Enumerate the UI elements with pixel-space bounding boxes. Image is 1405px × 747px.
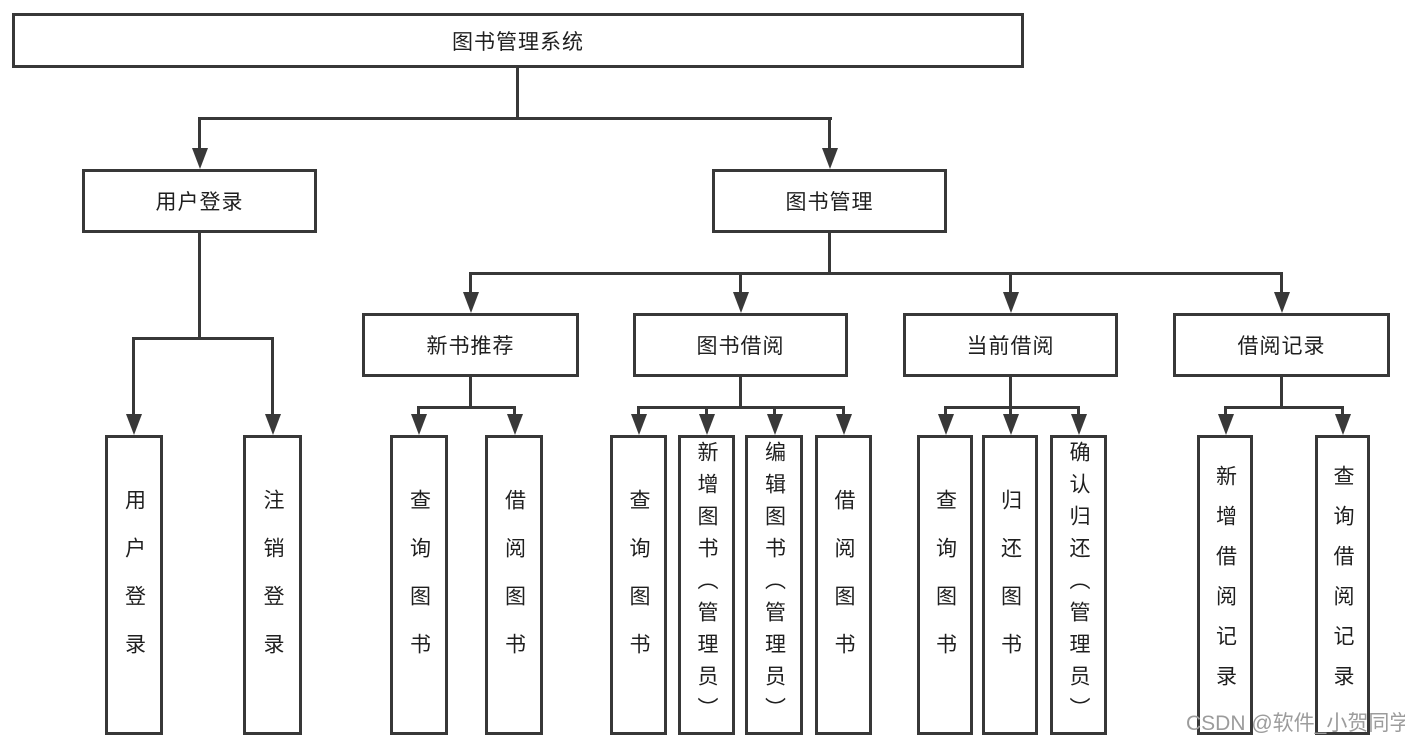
connector-line	[773, 406, 776, 418]
node-book-borrow: 图书借阅	[633, 313, 848, 377]
leaf-logout: 注销登录	[243, 435, 302, 735]
leaf-edit-book-admin-label: 编辑图书（管理员）	[762, 441, 786, 729]
arrowhead-icon	[1273, 292, 1290, 313]
arrowhead-icon	[937, 414, 954, 435]
leaf-add-borrow-record-label: 新增借阅记录	[1213, 465, 1237, 705]
connector-line	[637, 406, 640, 418]
leaf-query-borrow-record-label: 查询借阅记录	[1331, 465, 1354, 705]
leaf-query-book-1-label: 查询图书	[407, 489, 431, 681]
leaf-edit-book-admin: 编辑图书（管理员）	[745, 435, 803, 735]
connector-line	[944, 406, 1080, 409]
leaf-query-borrow-record: 查询借阅记录	[1315, 435, 1370, 735]
node-root-label: 图书管理系统	[452, 30, 584, 54]
leaf-confirm-return-admin: 确认归还（管理员）	[1050, 435, 1107, 735]
node-new-book-recommend-label: 新书推荐	[426, 335, 515, 358]
connector-line	[132, 337, 274, 340]
leaf-query-book-1: 查询图书	[390, 435, 448, 735]
node-user-login-group: 用户登录	[82, 169, 317, 233]
connector-line	[828, 233, 831, 275]
leaf-borrow-book-2-label: 借阅图书	[832, 489, 855, 681]
arrowhead-icon	[732, 292, 749, 313]
connector-line	[271, 337, 274, 418]
connector-line	[1280, 377, 1283, 409]
connector-line	[198, 117, 832, 120]
leaf-query-book-3-label: 查询图书	[933, 489, 957, 681]
connector-line	[1009, 272, 1012, 294]
connector-line	[739, 377, 742, 409]
leaf-query-book-2-label: 查询图书	[627, 489, 650, 681]
connector-line	[198, 233, 201, 340]
connector-line	[1341, 406, 1344, 418]
connector-line	[637, 406, 845, 409]
arrowhead-icon	[264, 414, 281, 435]
connector-line	[469, 377, 472, 409]
connector-line	[1009, 406, 1012, 418]
connector-line	[1224, 406, 1227, 418]
arrowhead-icon	[1334, 414, 1351, 435]
connector-line	[739, 272, 742, 294]
node-user-login-group-label: 用户登录	[155, 191, 244, 214]
connector-line	[198, 117, 201, 151]
connector-line	[1280, 272, 1283, 294]
connector-line	[944, 406, 947, 418]
leaf-query-book-3: 查询图书	[917, 435, 973, 735]
arrowhead-icon	[1002, 292, 1019, 313]
leaf-borrow-book-1: 借阅图书	[485, 435, 543, 735]
connector-line	[1009, 377, 1012, 409]
connector-line	[417, 406, 420, 418]
leaf-return-book: 归还图书	[982, 435, 1038, 735]
leaf-query-book-2: 查询图书	[610, 435, 667, 735]
leaf-user-login: 用户登录	[105, 435, 163, 735]
connector-line	[705, 406, 708, 418]
arrowhead-icon	[630, 414, 647, 435]
arrowhead-icon	[835, 414, 852, 435]
connector-line	[1224, 406, 1344, 409]
leaf-add-book-admin-label: 新增图书（管理员）	[695, 441, 718, 729]
leaf-logout-label: 注销登录	[261, 489, 284, 681]
arrowhead-icon	[766, 414, 783, 435]
arrowhead-icon	[506, 414, 523, 435]
node-book-management-label: 图书管理	[785, 191, 874, 214]
arrowhead-icon	[698, 414, 715, 435]
node-borrow-records: 借阅记录	[1173, 313, 1390, 377]
leaf-user-login-label: 用户登录	[122, 489, 146, 681]
node-borrow-records-label: 借阅记录	[1237, 335, 1326, 358]
arrowhead-icon	[821, 148, 838, 169]
node-current-borrow: 当前借阅	[903, 313, 1118, 377]
connector-line	[469, 272, 1283, 275]
connector-line	[1077, 406, 1080, 418]
leaf-borrow-book-2: 借阅图书	[815, 435, 872, 735]
connector-line	[842, 406, 845, 418]
node-new-book-recommend: 新书推荐	[362, 313, 579, 377]
arrowhead-icon	[1217, 414, 1234, 435]
connector-line	[828, 117, 831, 151]
node-root: 图书管理系统	[12, 13, 1024, 68]
leaf-add-book-admin: 新增图书（管理员）	[678, 435, 735, 735]
connector-line	[516, 68, 519, 120]
arrowhead-icon	[125, 414, 142, 435]
arrowhead-icon	[462, 292, 479, 313]
arrowhead-icon	[1070, 414, 1087, 435]
arrowhead-icon	[1002, 414, 1019, 435]
connector-line	[513, 406, 516, 418]
connector-line	[417, 406, 516, 409]
connector-line	[469, 272, 472, 294]
leaf-borrow-book-1-label: 借阅图书	[502, 489, 526, 681]
node-book-management: 图书管理	[712, 169, 947, 233]
watermark: CSDN @软件_小贺同学	[1186, 712, 1405, 735]
leaf-add-borrow-record: 新增借阅记录	[1197, 435, 1253, 735]
arrowhead-icon	[191, 148, 208, 169]
connector-line	[132, 337, 135, 418]
leaf-return-book-label: 归还图书	[998, 489, 1022, 681]
arrowhead-icon	[410, 414, 427, 435]
leaf-confirm-return-admin-label: 确认归还（管理员）	[1067, 441, 1090, 729]
node-current-borrow-label: 当前借阅	[966, 335, 1055, 358]
node-book-borrow-label: 图书借阅	[696, 335, 785, 358]
